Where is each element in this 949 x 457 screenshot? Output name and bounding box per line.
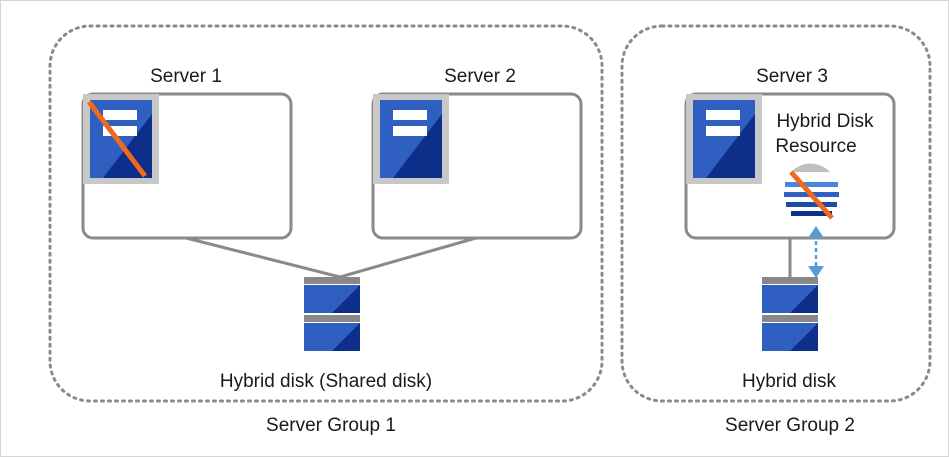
server-2-label: Server 2 (444, 66, 516, 87)
link-server2-disk (339, 236, 477, 279)
server-group-2-label: Server Group 2 (725, 415, 855, 436)
server-1: Server 1 (81, 66, 293, 240)
hybrid-disk-resource: Hybrid Disk Resource (775, 111, 874, 220)
resource-down-mark-icon (789, 170, 834, 220)
server-group-1-label: Server Group 1 (266, 415, 396, 436)
server-3: Server 3 (684, 66, 896, 240)
server-1-down-mark-icon (87, 100, 147, 178)
server-group-1-boundary (48, 24, 604, 403)
server-3-label: Server 3 (756, 66, 828, 87)
resource-label-line1: Hybrid Disk (776, 111, 874, 132)
server-group-2-boundary (620, 24, 932, 403)
hybrid-disk-server3: Hybrid disk (742, 277, 836, 392)
server-2: Server 2 (371, 66, 583, 240)
server-3-icon (686, 94, 762, 184)
link-server1-disk (185, 236, 341, 279)
server-1-label: Server 1 (150, 66, 222, 87)
hybrid-disk-shared: Hybrid disk (Shared disk) (220, 277, 432, 392)
shared-disk-label: Hybrid disk (Shared disk) (220, 371, 432, 392)
mirror-connection-arrow-icon (808, 226, 824, 278)
resource-label-line2: Resource (775, 136, 856, 157)
hybrid-disk-label: Hybrid disk (742, 371, 836, 392)
server-2-icon (373, 94, 449, 184)
